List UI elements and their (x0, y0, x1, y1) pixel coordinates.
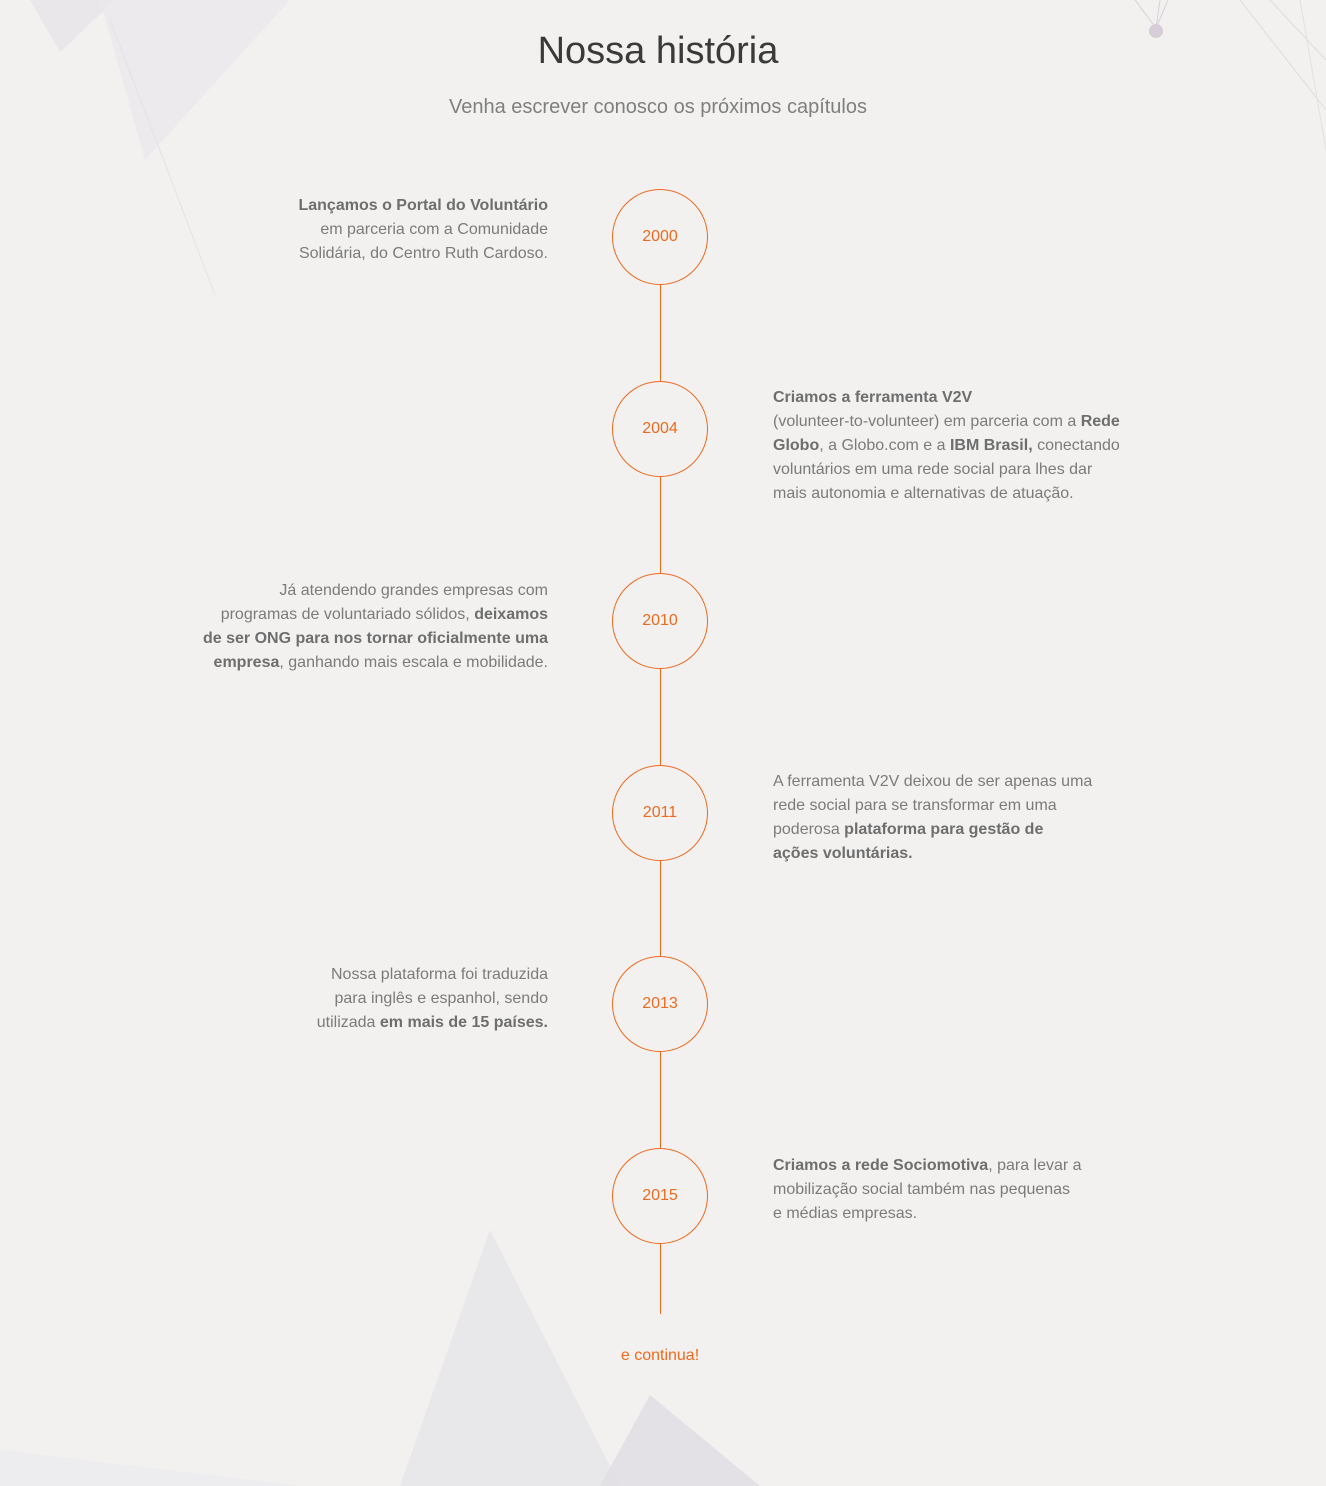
event-line: rede social para se transformar em uma (773, 794, 1092, 818)
event-text-segment: A ferramenta V2V deixou de ser apenas um… (773, 773, 1093, 790)
event-highlight: ações voluntárias. (773, 845, 913, 862)
event-highlight: deixamos (474, 606, 548, 623)
event-line: Criamos a rede Sociomotiva, para levar a (773, 1154, 1082, 1178)
event-highlight: Criamos a ferramenta V2V (773, 389, 973, 406)
event-line: Criamos a ferramenta V2V (773, 386, 1120, 410)
event-text-segment: programas de voluntariado sólidos, (220, 606, 475, 623)
event-line: A ferramenta V2V deixou de ser apenas um… (773, 770, 1092, 794)
year-circle-2010: 2010 (612, 573, 708, 669)
page-subtitle: Venha escrever conosco os próximos capít… (449, 96, 867, 118)
event-line: mobilização social também nas pequenas (773, 1178, 1082, 1202)
event-text-segment: Solidária, do Centro Ruth Cardoso. (298, 245, 548, 262)
event-line: em parceria com a Comunidade (298, 218, 548, 242)
event-line: Lançamos o Portal do Voluntário (298, 194, 548, 218)
event-highlight: Criamos a rede Sociomotiva (773, 1157, 989, 1174)
event-line: poderosa plataforma para gestão de (773, 818, 1092, 842)
event-line: para inglês e espanhol, sendo (317, 987, 549, 1011)
event-highlight: IBM Brasil, (949, 437, 1033, 454)
year-circle-2015: 2015 (612, 1148, 708, 1244)
continue-label: e continua! (620, 1347, 700, 1364)
event-text-segment: poderosa (773, 821, 845, 838)
event-highlight: em mais de 15 países. (379, 1014, 548, 1031)
page-title: Nossa história (537, 30, 779, 72)
year-circle-2013: 2013 (612, 956, 708, 1052)
event-line: Nossa plataforma foi traduzida (317, 963, 548, 987)
event-line: Solidária, do Centro Ruth Cardoso. (298, 242, 548, 266)
event-text-segment: , ganhando mais escala e mobilidade. (279, 654, 548, 671)
year-circle-2011: 2011 (612, 765, 708, 861)
event-text-segment: em parceria com a Comunidade (320, 221, 548, 238)
event-line: de ser ONG para nos tornar oficialmente … (203, 627, 548, 651)
event-text-segment: mobilização social também nas pequenas (773, 1181, 1071, 1198)
event-text-segment: , a Globo.com e a (819, 437, 950, 454)
event-highlight: Globo (773, 437, 820, 454)
event-text-segment: Já atendendo grandes empresas com (279, 582, 548, 599)
timeline-event-2010: Já atendendo grandes empresas com program… (203, 579, 548, 675)
event-text-segment: rede social para se transformar em uma (773, 797, 1057, 814)
event-highlight: plataforma para gestão de (844, 821, 1044, 838)
event-highlight: empresa (213, 654, 280, 671)
timeline-event-2013: Nossa plataforma foi traduzida para inglê… (317, 963, 548, 1035)
event-highlight: Rede (1080, 413, 1120, 430)
event-text-segment: para inglês e espanhol, sendo (334, 990, 549, 1007)
event-text-segment: e médias empresas. (773, 1205, 918, 1222)
event-text-segment: (volunteer-to-volunteer) em parceria com… (773, 413, 1081, 430)
event-highlight: de ser ONG para nos tornar oficialmente … (203, 630, 548, 647)
event-text-segment: Nossa plataforma foi traduzida (331, 966, 548, 983)
year-circle-2000: 2000 (612, 189, 708, 285)
timeline-event-2000: Lançamos o Portal do Voluntário em parcer… (298, 194, 548, 266)
event-text-segment: voluntários em uma rede social para lhes… (773, 461, 1093, 478)
event-line: (volunteer-to-volunteer) em parceria com… (773, 410, 1120, 434)
year-circle-2004: 2004 (612, 381, 708, 477)
event-text-segment: conectando (1032, 437, 1120, 454)
event-line: voluntários em uma rede social para lhes… (773, 458, 1120, 482)
timeline-event-2004: Criamos a ferramenta V2V (volunteer-to-vo… (773, 386, 1120, 506)
event-highlight: Lançamos o Portal do Voluntário (298, 197, 548, 214)
event-line: Globo, a Globo.com e a IBM Brasil, conec… (773, 434, 1120, 458)
event-text-segment: mais autonomia e alternativas de atuação… (773, 485, 1074, 502)
event-line: programas de voluntariado sólidos, deixa… (203, 603, 548, 627)
timeline-event-2011: A ferramenta V2V deixou de ser apenas um… (773, 770, 1092, 866)
event-line: Já atendendo grandes empresas com (203, 579, 548, 603)
event-line: e médias empresas. (773, 1202, 1082, 1226)
event-line: mais autonomia e alternativas de atuação… (773, 482, 1120, 506)
event-text-segment: utilizada (316, 1014, 380, 1031)
event-text-segment: , para levar a (988, 1157, 1082, 1174)
event-line: ações voluntárias. (773, 842, 1092, 866)
event-line: empresa, ganhando mais escala e mobilida… (203, 651, 548, 675)
timeline-event-2015: Criamos a rede Sociomotiva, para levar a… (773, 1154, 1082, 1226)
event-line: utilizada em mais de 15 países. (317, 1011, 548, 1035)
